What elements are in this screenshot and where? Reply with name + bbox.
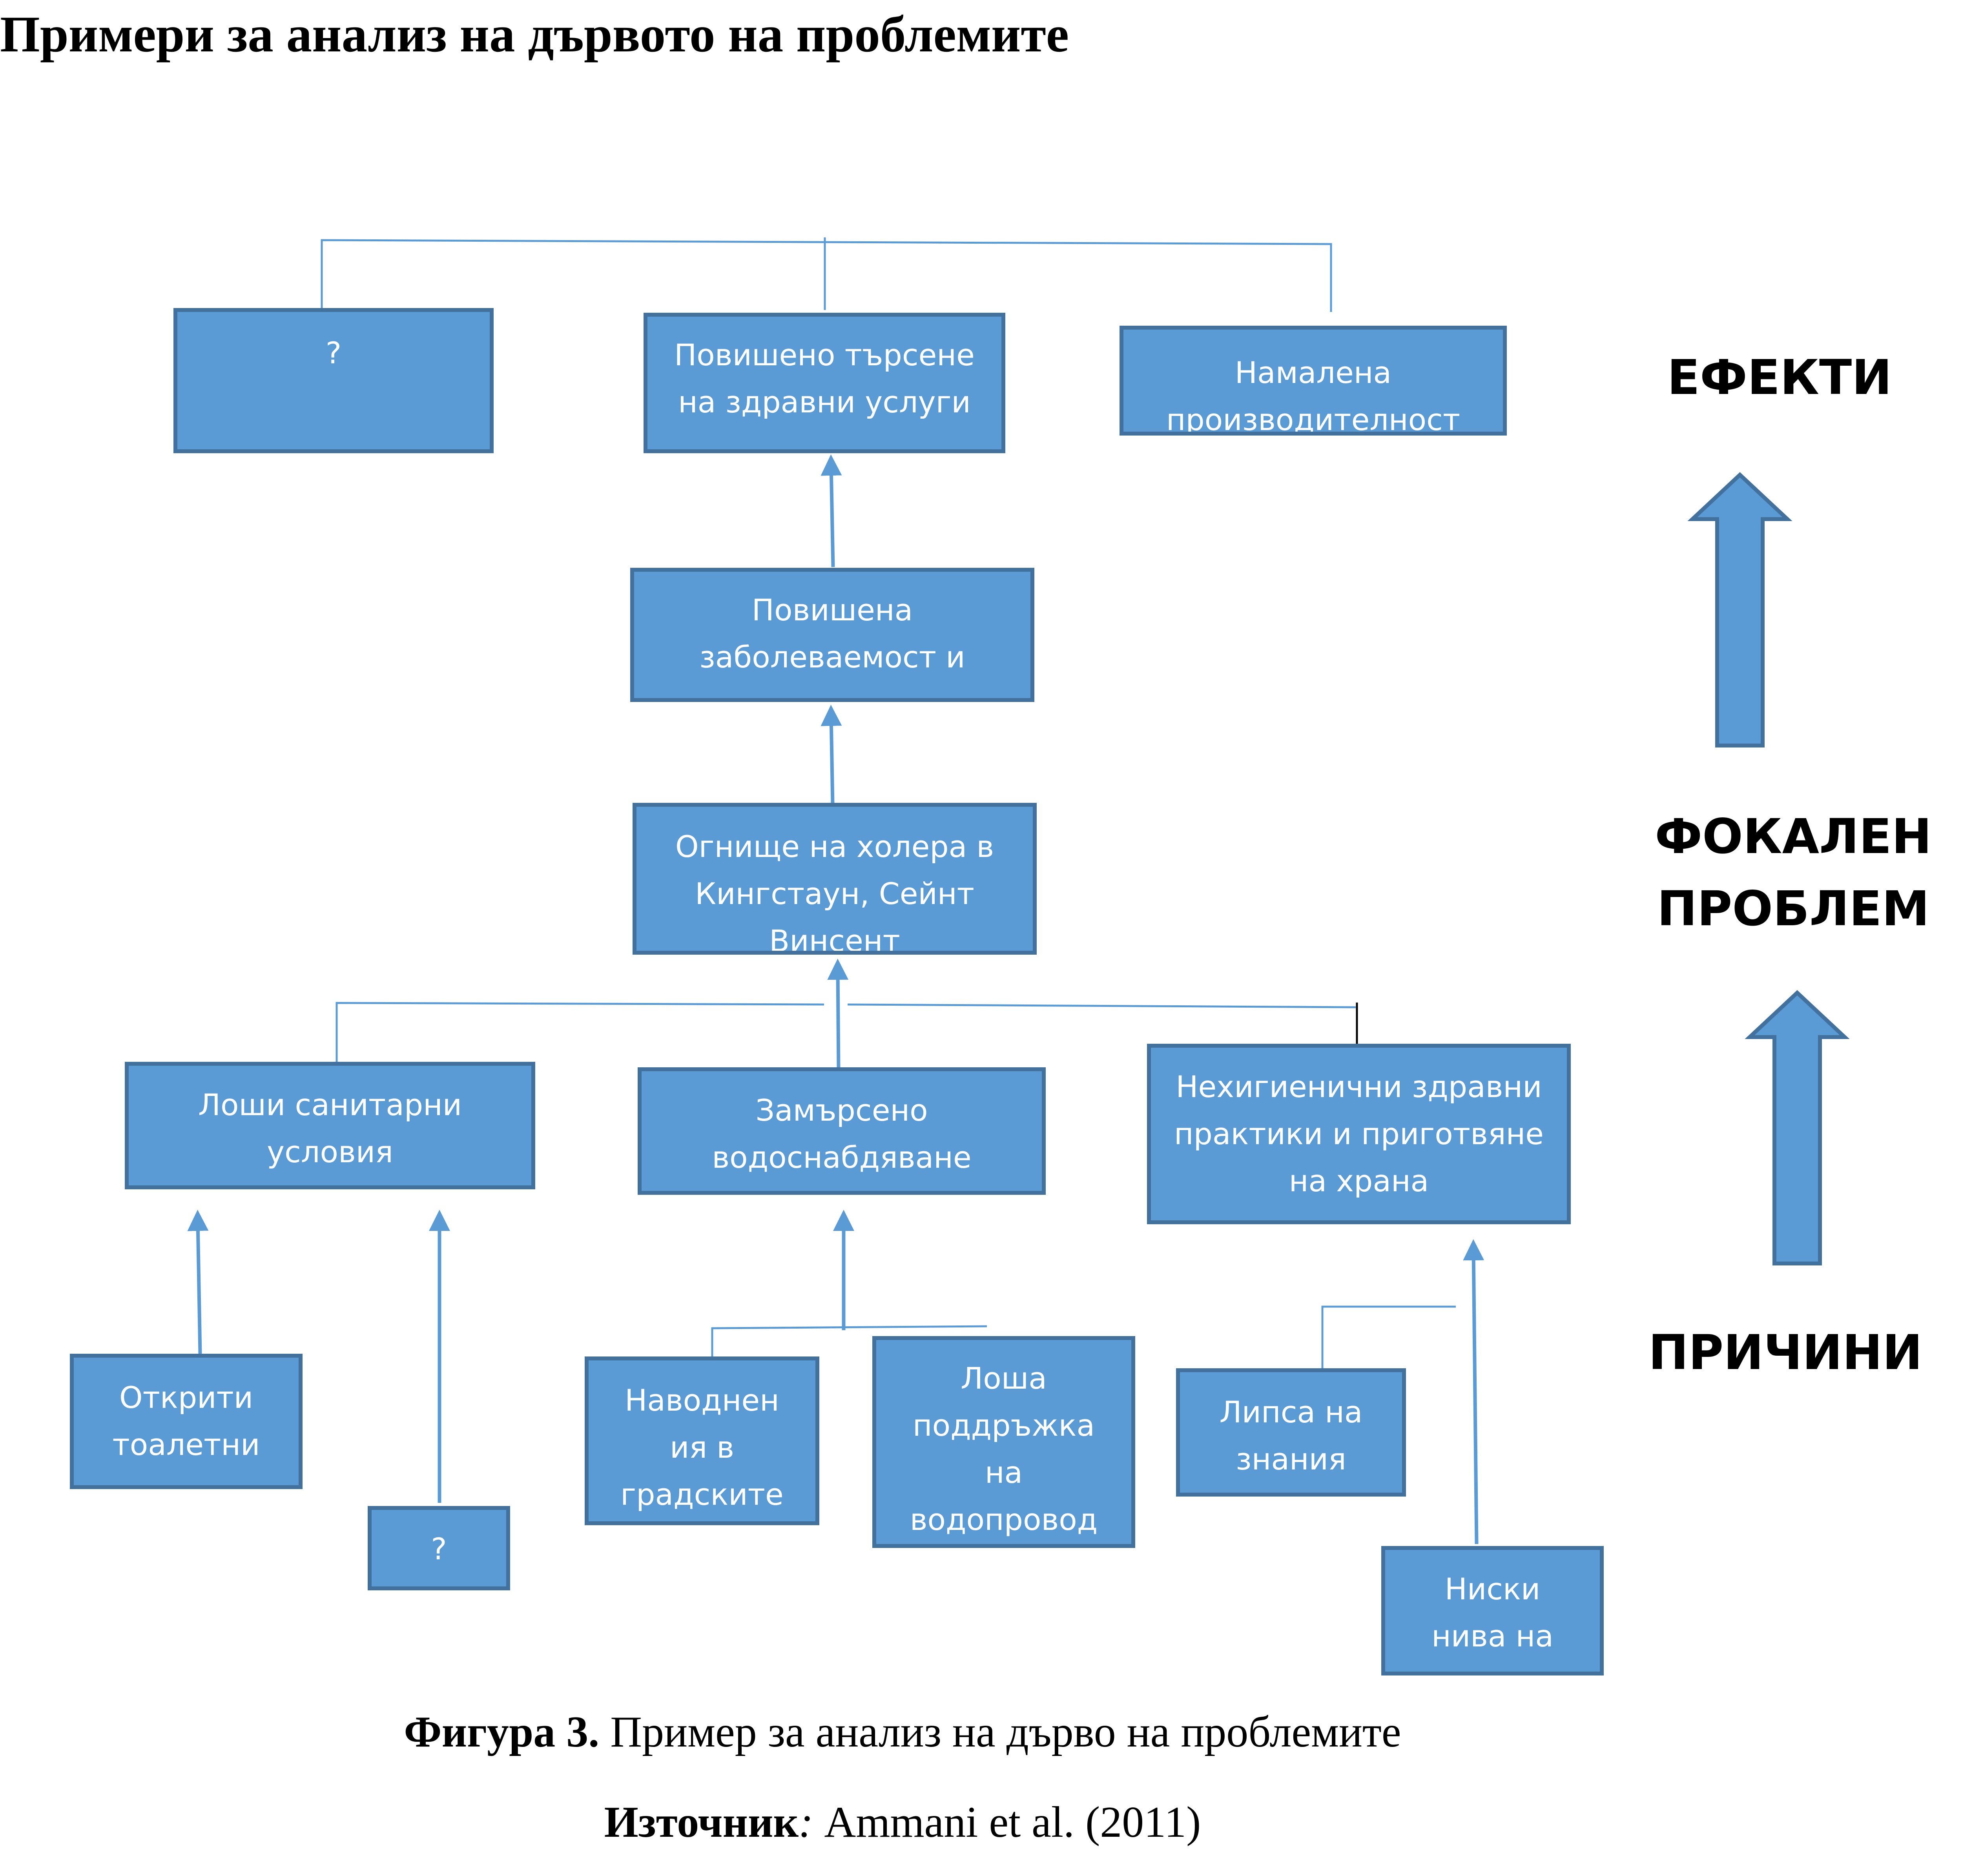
source-caption-label: Източник xyxy=(604,1798,799,1847)
effect-box-unknown: ? xyxy=(173,308,494,453)
water-bracket-connector xyxy=(711,1325,987,1358)
arrow-toilets-to-sanitation xyxy=(187,1210,209,1354)
cause-box-contaminated-water: Замърсено водоснабдяване xyxy=(638,1067,1046,1195)
root-box-lack-of-knowledge: Липса на знания xyxy=(1176,1368,1406,1497)
effect-box-health-services-demand: Повишено търсене на здравни услуги xyxy=(644,313,1005,453)
root-box-poor-pipeline-maintenance: Лоша поддръжка на водопровод xyxy=(872,1336,1135,1548)
figure-caption: Фигура 3. Пример за анализ на дърво на п… xyxy=(0,1707,1805,1757)
source-caption-text: Ammani et al. (2011) xyxy=(813,1798,1201,1847)
morbidity-box: Повишена заболеваемост и xyxy=(630,568,1034,702)
figure-caption-text: Пример за анализ на дърво на проблемите xyxy=(599,1708,1401,1756)
level-label-focal-problem: ФОКАЛЕН ПРОБЛЕМ xyxy=(1655,809,1932,937)
arrow-contaminated-to-focal xyxy=(827,959,849,1071)
arrow-morbidity-to-demand xyxy=(821,454,842,567)
level-label-effects: ЕФЕКТИ xyxy=(1667,350,1892,405)
cause-box-poor-sanitation: Лоши санитарни условия xyxy=(125,1062,535,1189)
page-title: Примери за анализ на дървото на проблеми… xyxy=(0,6,1069,63)
cause-box-unhygienic-practices: Нехигиенични здравни практики и приготвя… xyxy=(1147,1044,1571,1224)
figure-caption-label: Фигура 3. xyxy=(404,1708,600,1756)
source-caption: Източник: Ammani et al. (2011) xyxy=(0,1797,1805,1848)
arrow-levels-to-unhygienic xyxy=(1463,1239,1484,1544)
root-box-low-levels: Ниски нива на xyxy=(1381,1546,1604,1675)
root-box-urban-floods: Наводнен ия в градските xyxy=(585,1356,819,1525)
level-label-causes: ПРИЧИНИ xyxy=(1648,1325,1923,1380)
focal-level-arrow-icon xyxy=(1745,990,1850,1265)
causes-bracket-connector xyxy=(336,1002,824,1063)
causes-bracket-right xyxy=(847,1003,1356,1008)
knowledge-bracket-connector xyxy=(1321,1305,1456,1369)
effects-bracket-connector xyxy=(321,239,1332,312)
focal-problem-box: Огнище на холера в Кингстаун, Сейнт Винс… xyxy=(633,803,1037,955)
root-box-unknown: ? xyxy=(368,1506,510,1590)
root-box-open-toilets: Открити тоалетни xyxy=(70,1354,303,1489)
source-caption-colon: : xyxy=(799,1798,813,1847)
arrow-focal-to-morbidity xyxy=(821,705,842,805)
effects-level-arrow-icon xyxy=(1687,472,1792,747)
effect-box-reduced-productivity: Намалена производителност xyxy=(1120,326,1507,436)
